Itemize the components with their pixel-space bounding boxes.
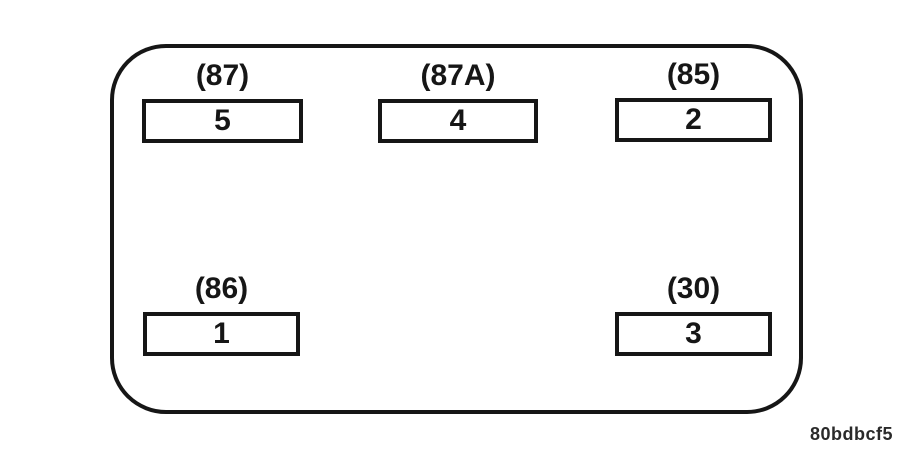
terminal-box-5: 5 [142,99,303,143]
terminal-box-4: 4 [378,99,538,143]
terminal-number-3: 3 [685,317,702,350]
terminal-number-1: 1 [213,317,230,350]
terminal-number-2: 2 [685,103,702,136]
pin-label-30: (30) [666,272,721,305]
terminal-box-3: 3 [615,312,772,356]
terminal-group-87a: (87A) 4 [378,61,538,143]
pin-label-87a: (87A) [420,59,496,92]
pin-label-86: (86) [194,272,249,305]
terminal-group-85: (85) 2 [615,60,772,142]
figure-code: 80bdbcf5 [809,424,893,444]
terminal-box-1: 1 [143,312,300,356]
pin-label-85: (85) [666,58,721,91]
pin-label-87: (87) [195,59,250,92]
terminal-group-30: (30) 3 [615,274,772,356]
terminal-group-87: (87) 5 [142,61,303,143]
terminal-number-5: 5 [214,104,231,137]
terminal-number-4: 4 [449,104,467,137]
terminal-group-86: (86) 1 [143,274,300,356]
terminal-box-2: 2 [615,98,772,142]
